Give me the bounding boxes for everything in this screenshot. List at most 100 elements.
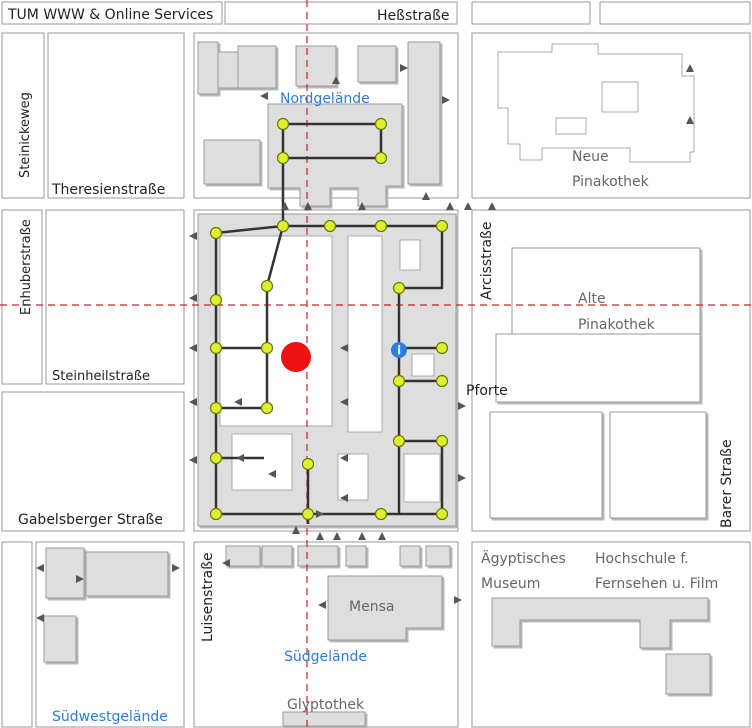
path-node[interactable] bbox=[260, 341, 274, 355]
courtyard-center bbox=[347, 235, 383, 433]
landmark-alte-pinakothek-line1: Alte bbox=[578, 291, 606, 307]
entrance-arrow bbox=[316, 532, 324, 540]
entrance-arrow bbox=[340, 344, 348, 352]
path-node[interactable] bbox=[392, 374, 406, 388]
courtyards bbox=[219, 235, 441, 503]
path-node[interactable] bbox=[374, 219, 388, 233]
courtyard bbox=[337, 453, 369, 501]
entrance-arrow bbox=[304, 202, 312, 210]
info-icon[interactable] bbox=[391, 342, 407, 358]
path-node[interactable] bbox=[435, 507, 449, 521]
location-marker[interactable] bbox=[281, 342, 311, 372]
path-node[interactable] bbox=[374, 117, 388, 131]
neue-pinakothek-outline bbox=[497, 43, 695, 163]
building bbox=[237, 45, 277, 89]
outline-detail bbox=[601, 81, 639, 113]
entrance-arrow bbox=[260, 92, 268, 100]
building bbox=[665, 653, 711, 695]
entrance-arrow bbox=[442, 96, 450, 104]
area-label-suedwestgelaende[interactable]: Südwestgelände bbox=[52, 709, 168, 725]
path-node[interactable] bbox=[435, 341, 449, 355]
path-segment bbox=[381, 224, 444, 290]
entrance-arrow bbox=[458, 474, 466, 482]
path-node[interactable] bbox=[209, 507, 223, 521]
building bbox=[609, 411, 707, 519]
path-node[interactable] bbox=[260, 401, 274, 415]
entrance-arrow bbox=[422, 192, 430, 200]
info-marker[interactable]: i bbox=[391, 342, 407, 358]
entrance-arrow bbox=[340, 454, 348, 462]
entrance-arrows bbox=[36, 64, 694, 622]
entrance-arrow bbox=[464, 202, 472, 210]
block-steinheil bbox=[45, 209, 185, 385]
entrance-arrow bbox=[268, 470, 276, 478]
building bbox=[357, 45, 397, 83]
entrance-arrow bbox=[488, 202, 496, 210]
area-label-suedgelaende[interactable]: Südgelände bbox=[284, 649, 367, 665]
landmark-neue-pinakothek-line1: Neue bbox=[572, 149, 609, 165]
landmark-alte-pinakothek-line2: Pinakothek bbox=[578, 317, 656, 333]
entrance-arrow bbox=[333, 532, 341, 540]
entrance-arrow bbox=[400, 64, 408, 72]
path-node[interactable] bbox=[209, 293, 223, 307]
courtyard bbox=[411, 353, 435, 377]
entrance-arrow bbox=[340, 398, 348, 406]
block-header bbox=[1, 1, 223, 25]
path-segment bbox=[265, 225, 285, 287]
street-label-barer: Barer Straße bbox=[719, 439, 735, 528]
info-icon-glyph: i bbox=[397, 344, 401, 358]
path-node[interactable] bbox=[276, 117, 290, 131]
path-node[interactable] bbox=[301, 507, 315, 521]
block-gabelsberger bbox=[1, 391, 185, 532]
path-node[interactable] bbox=[260, 279, 274, 293]
building bbox=[45, 547, 85, 599]
entrance-arrow bbox=[36, 564, 44, 572]
landmark-hochschule-line2: Fernsehen u. Film bbox=[595, 576, 718, 592]
entrance-arrow bbox=[76, 575, 84, 583]
street-label-hessstrasse: Heßstraße bbox=[377, 8, 450, 24]
entrance-arrow bbox=[458, 402, 466, 410]
path-node[interactable] bbox=[209, 401, 223, 415]
path-node[interactable] bbox=[276, 219, 290, 233]
building bbox=[43, 615, 77, 663]
path-node[interactable] bbox=[392, 281, 406, 295]
path-node[interactable] bbox=[209, 341, 223, 355]
labels: TUM WWW & Online Services Heßstraße Stei… bbox=[7, 7, 735, 725]
building bbox=[225, 545, 261, 567]
path-node[interactable] bbox=[435, 219, 449, 233]
building bbox=[261, 545, 293, 567]
area-label-nordgelaende[interactable]: Nordgelände bbox=[280, 91, 370, 107]
entrance-arrow bbox=[686, 116, 694, 124]
path-node[interactable] bbox=[435, 374, 449, 388]
path-node[interactable] bbox=[374, 151, 388, 165]
street-label-gabelsberger: Gabelsberger Straße bbox=[18, 512, 163, 528]
block-hessstrasse bbox=[224, 1, 458, 25]
building bbox=[407, 41, 441, 185]
building bbox=[297, 545, 339, 567]
path-node[interactable] bbox=[276, 151, 290, 165]
path-node[interactable] bbox=[435, 434, 449, 448]
entrance-arrow bbox=[222, 559, 230, 567]
entrance-arrow bbox=[358, 532, 366, 540]
landmark-glyptothek: Glyptothek bbox=[287, 697, 365, 713]
entrance-arrow bbox=[378, 532, 386, 540]
path-node[interactable] bbox=[392, 434, 406, 448]
street-label-enhuberstrasse: Enhuberstraße bbox=[19, 219, 34, 315]
courtyard-west bbox=[219, 235, 333, 427]
block-enhuber bbox=[1, 209, 43, 385]
path-node[interactable] bbox=[323, 219, 337, 233]
building-glyptothek bbox=[282, 711, 366, 727]
neue-pinakothek-building bbox=[497, 43, 695, 163]
entrance-arrow bbox=[446, 202, 454, 210]
landmark-mensa: Mensa bbox=[349, 599, 394, 615]
path-node[interactable] bbox=[374, 507, 388, 521]
path-node[interactable] bbox=[209, 451, 223, 465]
path-node[interactable] bbox=[301, 457, 315, 471]
building bbox=[197, 41, 219, 95]
path-node[interactable] bbox=[209, 226, 223, 240]
entrance-arrow bbox=[189, 294, 197, 302]
street-label-luisenstrasse: Luisenstraße bbox=[200, 552, 216, 642]
building-alte-pinakothek-wing bbox=[495, 333, 701, 403]
entrance-arrow bbox=[332, 76, 340, 84]
